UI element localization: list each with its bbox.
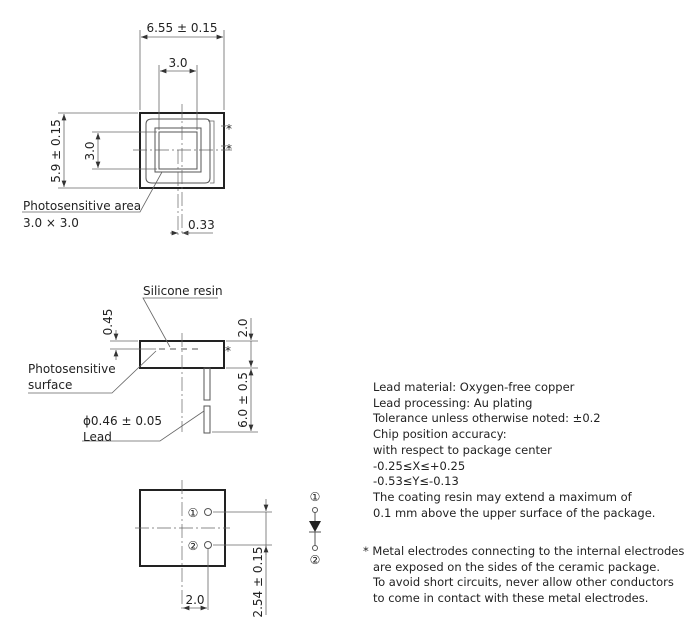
- lead-lower: [203, 405, 211, 434]
- note-line: Tolerance unless otherwise noted: ±0.2: [372, 411, 601, 425]
- lead-length-dim: 6.0 ± 0.5: [236, 372, 250, 428]
- offset-dim: 0.33: [188, 218, 215, 232]
- pin-1: [204, 508, 212, 516]
- height-dim: 5.9 ± 0.15: [49, 119, 63, 183]
- asterisk-1: *: [226, 122, 232, 136]
- asterisk-2: *: [226, 142, 232, 156]
- note-line: 0.1 mm above the upper surface of the pa…: [373, 506, 655, 520]
- offset-dim: 2.0: [185, 593, 204, 607]
- note-line: Lead material: Oxygen-free copper: [373, 380, 575, 394]
- note-line: with respect to package center: [373, 443, 552, 457]
- note-line: Chip position accuracy:: [373, 427, 507, 441]
- photosensitive-area-label: Photosensitive area: [23, 199, 141, 213]
- footnote-line: To avoid short circuits, never allow oth…: [372, 575, 674, 589]
- lead-diameter: ϕ0.46 ± 0.05: [83, 414, 162, 428]
- pin-2: [204, 541, 212, 549]
- pin-1-label: ①: [188, 506, 199, 520]
- symbol-pin-2: ②: [310, 553, 321, 567]
- footnote-line: * Metal electrodes connecting to the int…: [363, 544, 684, 558]
- resin-label: Silicone resin: [143, 284, 223, 298]
- symbol-pin-1: ①: [310, 490, 321, 504]
- footnote-line: are exposed on the sides of the ceramic …: [373, 560, 660, 574]
- surface-label-1: Photosensitive: [28, 362, 116, 376]
- inner-cavity: [145, 118, 211, 184]
- top-view: 6.55 ± 0.15 3.0 5.9 ± 0.15 3.0 0.33 * * …: [22, 21, 232, 236]
- height-dim: 2.0: [236, 318, 250, 337]
- package-side: [139, 340, 225, 369]
- side-view: 0.45 2.0 6.0 ± 0.5 * Silicone resin Phot…: [28, 284, 258, 444]
- bottom-view: ① ② 2.54 ± 0.15 2.0: [135, 480, 272, 618]
- lead-upper: [203, 367, 211, 401]
- width-dim: 6.55 ± 0.15: [146, 21, 217, 35]
- surface-label-2: surface: [28, 378, 72, 392]
- lead-label: Lead: [83, 430, 112, 444]
- note-line: Lead processing: Au plating: [373, 396, 532, 410]
- asterisk: *: [225, 344, 231, 358]
- pin-2-label: ②: [188, 539, 199, 553]
- pitch-dim: 2.54 ± 0.15: [251, 546, 265, 617]
- photosensitive-area-size: 3.0 × 3.0: [23, 216, 79, 230]
- photodiode-symbol: ① ②: [309, 490, 321, 567]
- footnote-line: to come in contact with these metal elec…: [373, 591, 648, 605]
- chip-width-dim: 3.0: [168, 56, 187, 70]
- note-line: -0.53≤Y≤-0.13: [373, 474, 459, 488]
- resin-dim: 0.45: [101, 309, 115, 336]
- notes: Lead material: Oxygen-free copper Lead p…: [363, 380, 684, 605]
- chip-height-dim: 3.0: [83, 141, 97, 160]
- note-line: -0.25≤X≤+0.25: [373, 459, 465, 473]
- note-line: The coating resin may extend a maximum o…: [372, 490, 633, 504]
